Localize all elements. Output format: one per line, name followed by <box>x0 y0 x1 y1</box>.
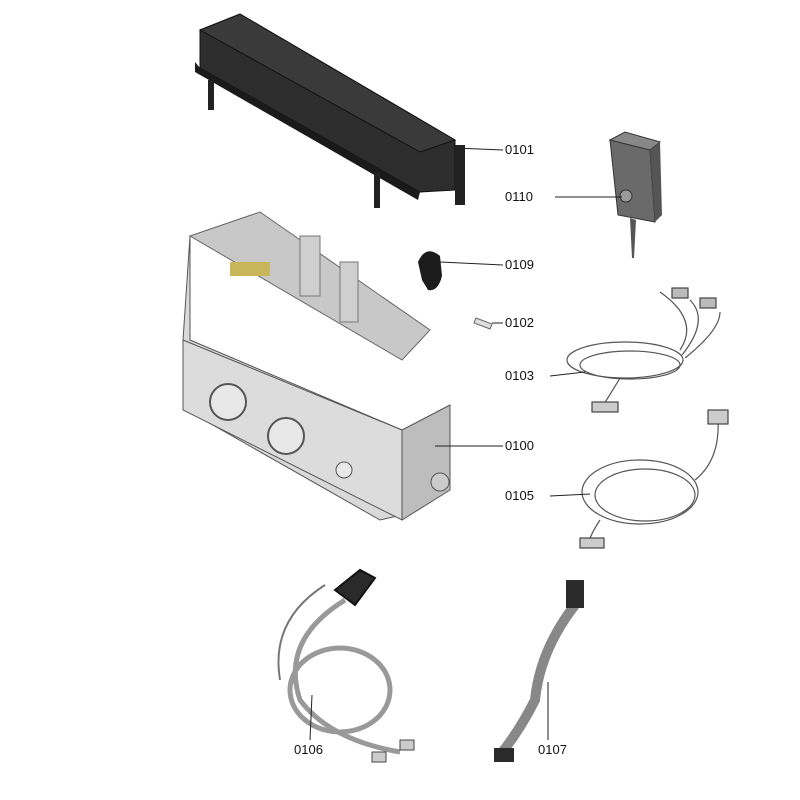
part-number-label: 0109 <box>505 257 534 272</box>
part-harness-c <box>277 568 415 763</box>
part-harness-a <box>566 287 721 413</box>
part-clip <box>418 251 442 291</box>
part-number-label: 0106 <box>294 742 323 757</box>
part-number-label: 0110 <box>505 189 533 204</box>
part-number-label: 0101 <box>505 142 534 157</box>
part-number-label: 0100 <box>505 438 534 453</box>
part-control-box <box>182 211 451 521</box>
part-number-label: 0103 <box>505 368 534 383</box>
part-cover <box>195 13 465 208</box>
part-number-label: 0102 <box>505 315 534 330</box>
part-ribbon-cable <box>494 580 584 762</box>
part-fuse <box>473 317 493 330</box>
leader-lines <box>309 147 622 741</box>
part-number-label: 0105 <box>505 488 534 503</box>
part-harness-b <box>579 409 729 549</box>
part-sensor-box <box>608 131 662 258</box>
part-number-label: 0107 <box>538 742 567 757</box>
